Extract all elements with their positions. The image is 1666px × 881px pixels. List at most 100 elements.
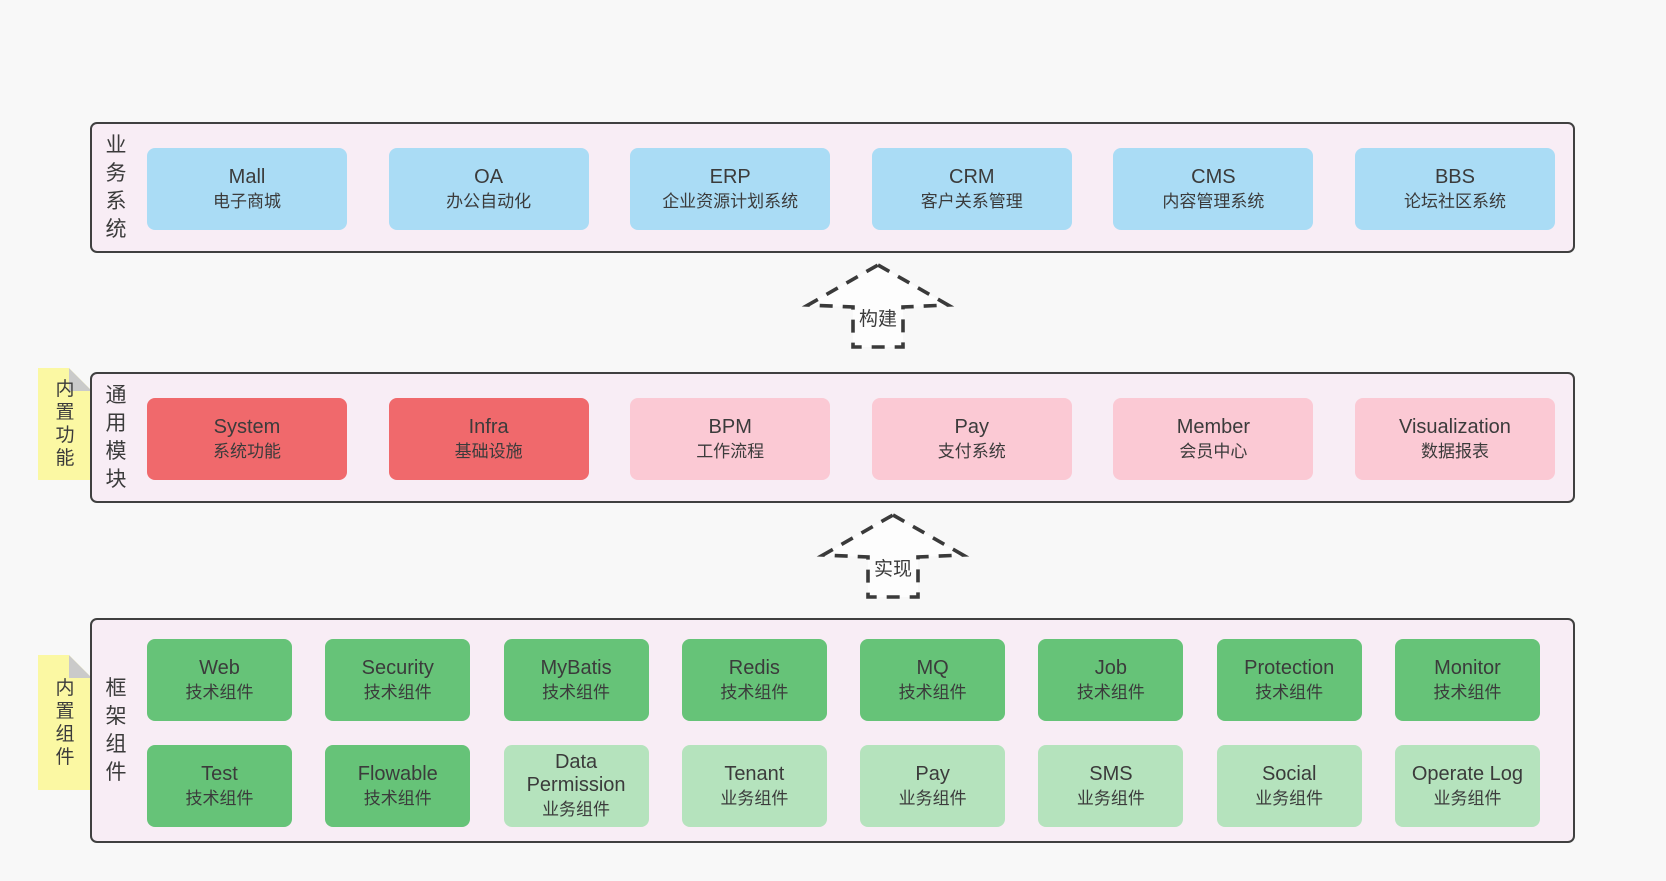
node-title: SMS	[1089, 762, 1133, 785]
builtin-components-note: 内置组件	[38, 655, 92, 790]
node-system: System 系统功能	[147, 398, 347, 480]
node-subtitle: 基础设施	[454, 441, 523, 461]
node-subtitle: 工作流程	[696, 441, 765, 461]
node-tenant: Tenant 业务组件	[681, 745, 827, 827]
node-subtitle: 技术组件	[720, 682, 789, 702]
node-subtitle: 内容管理系统	[1162, 191, 1265, 211]
node-operate-log: Operate Log 业务组件	[1394, 745, 1540, 827]
node-test: Test 技术组件	[147, 745, 292, 827]
node-title: Pay	[915, 762, 950, 785]
node-title: Protection	[1244, 656, 1335, 679]
node-subtitle: 技术组件	[363, 788, 432, 808]
node-mq: MQ 技术组件	[860, 639, 1006, 721]
node-subtitle: 电子商城	[213, 191, 281, 211]
node-cms: CMS 内容管理系统	[1113, 148, 1314, 230]
node-title: Flowable	[357, 762, 438, 785]
common-modules-panel: 通用模块 System 系统功能 Infra 基础设施 BPM 工作流程 Pay…	[90, 372, 1575, 503]
node-social: Social 业务组件	[1216, 745, 1362, 827]
node-subtitle: 技术组件	[185, 682, 254, 702]
node-infra: Infra 基础设施	[388, 398, 589, 480]
node-title: ERP	[709, 165, 751, 188]
node-web: Web 技术组件	[147, 639, 292, 721]
business-systems-panel: 业务系统 Mall 电子商城 OA 办公自动化 ERP 企业资源计划系统 CRM…	[90, 122, 1575, 253]
node-redis: Redis 技术组件	[681, 639, 827, 721]
node-title: Tenant	[724, 762, 785, 785]
node-title: Mall	[228, 165, 266, 188]
common-modules-side-label: 通用模块	[105, 383, 127, 491]
node-title: CRM	[949, 165, 995, 188]
node-flowable: Flowable 技术组件	[325, 745, 471, 827]
node-title: Social	[1261, 762, 1317, 785]
node-title: Infra	[468, 415, 509, 438]
build-arrow: 构建	[801, 262, 955, 350]
node-security: Security 技术组件	[325, 639, 471, 721]
node-subtitle: 技术组件	[1433, 682, 1502, 702]
node-pay-component: Pay 业务组件	[860, 745, 1006, 827]
node-subtitle: 支付系统	[937, 441, 1006, 461]
node-title: Operate Log	[1411, 762, 1524, 785]
builtin-components-note-text: 内置组件	[55, 677, 75, 768]
node-data-permission: Data Permission 业务组件	[503, 745, 649, 827]
node-pay-system: Pay 支付系统	[871, 398, 1072, 480]
node-subtitle: 技术组件	[363, 682, 432, 702]
node-title: OA	[474, 165, 504, 188]
business-systems-side-label: 业务系统	[105, 133, 127, 241]
implement-arrow-label: 实现	[870, 554, 916, 581]
node-subtitle: 技术组件	[898, 682, 967, 702]
node-title: Web	[199, 656, 240, 679]
node-member: Member 会员中心	[1113, 398, 1314, 480]
node-subtitle: 会员中心	[1179, 441, 1248, 461]
node-erp: ERP 企业资源计划系统	[630, 148, 831, 230]
build-arrow-label: 构建	[855, 304, 901, 331]
node-title: MQ	[916, 656, 949, 679]
node-subtitle: 办公自动化	[446, 191, 532, 211]
node-title: Member	[1176, 415, 1251, 438]
node-subtitle: 系统功能	[213, 441, 281, 461]
node-title: BPM	[708, 415, 752, 438]
node-subtitle: 技术组件	[542, 682, 611, 702]
node-title: Monitor	[1434, 656, 1501, 679]
node-mybatis: MyBatis 技术组件	[503, 639, 649, 721]
node-oa: OA 办公自动化	[388, 148, 589, 230]
node-monitor: Monitor 技术组件	[1394, 639, 1540, 721]
node-title: Pay	[954, 415, 990, 438]
modules-node-row: System 系统功能 Infra 基础设施 BPM 工作流程 Pay 支付系统…	[147, 398, 1555, 480]
builtin-features-note: 内置功能	[38, 368, 92, 480]
node-title: CMS	[1191, 165, 1236, 188]
framework-components-panel: 框架组件 Web 技术组件 Security 技术组件 MyBatis 技术组件…	[90, 618, 1575, 843]
components-node-row-1: Web 技术组件 Security 技术组件 MyBatis 技术组件 Redi…	[147, 639, 1540, 721]
node-subtitle: 技术组件	[1076, 682, 1145, 702]
node-subtitle: 业务组件	[1255, 788, 1324, 808]
node-subtitle: 企业资源计划系统	[662, 191, 799, 211]
node-title: Test	[201, 762, 238, 785]
node-title: Redis	[728, 656, 780, 679]
node-subtitle: 业务组件	[1076, 788, 1145, 808]
node-subtitle: 业务组件	[720, 788, 789, 808]
node-title: System	[213, 415, 281, 438]
node-title: BBS	[1434, 165, 1475, 188]
components-node-row-2: Test 技术组件 Flowable 技术组件 Data Permission …	[147, 745, 1540, 827]
node-title: Visualization	[1399, 415, 1511, 438]
node-subtitle: 客户关系管理	[920, 191, 1023, 211]
node-mall: Mall 电子商城	[147, 148, 347, 230]
node-title: MyBatis	[540, 656, 612, 679]
business-node-row: Mall 电子商城 OA 办公自动化 ERP 企业资源计划系统 CRM 客户关系…	[147, 148, 1555, 230]
node-subtitle: 业务组件	[898, 788, 967, 808]
node-title: Security	[361, 656, 434, 679]
node-job: Job 技术组件	[1038, 639, 1184, 721]
node-title: Data Permission	[526, 751, 626, 796]
node-crm: CRM 客户关系管理	[871, 148, 1072, 230]
node-subtitle: 数据报表	[1420, 441, 1489, 461]
node-subtitle: 论坛社区系统	[1403, 191, 1506, 211]
node-sms: SMS 业务组件	[1038, 745, 1184, 827]
node-bbs: BBS 论坛社区系统	[1354, 148, 1555, 230]
node-bpm: BPM 工作流程	[630, 398, 831, 480]
framework-components-side-label: 框架组件	[105, 676, 127, 784]
node-subtitle: 技术组件	[1255, 682, 1324, 702]
node-subtitle: 业务组件	[1433, 788, 1502, 808]
implement-arrow: 实现	[816, 512, 970, 600]
note-fold-corner	[69, 655, 92, 678]
node-protection: Protection 技术组件	[1216, 639, 1362, 721]
builtin-features-note-text: 内置功能	[55, 379, 75, 469]
